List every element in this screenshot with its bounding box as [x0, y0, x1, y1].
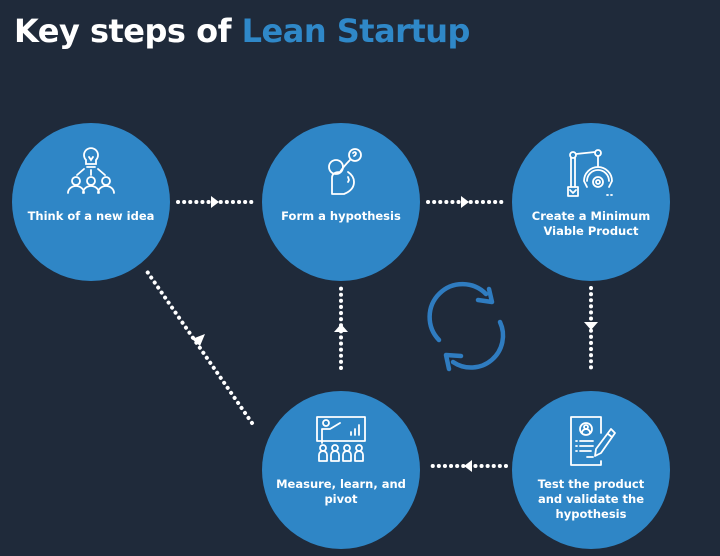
document-pencil-icon: [570, 416, 616, 466]
step-label: Form a hypothesis: [281, 209, 401, 223]
step-measure-learn-pivot: Measure, learn, and pivot: [262, 391, 420, 549]
connector-4-to-1: [144, 268, 254, 425]
step-test-validate: Test the product and validate the hypoth…: [512, 391, 670, 549]
cycle-arrows-icon: [427, 281, 506, 372]
step-label: Measure, learn, and pivot: [276, 477, 406, 506]
arrowhead-down-icon: [584, 322, 598, 330]
page-title: Key steps of Lean Startup: [14, 12, 470, 50]
presentation-icon: [316, 416, 366, 462]
lightbulb-team-icon: [67, 147, 115, 194]
arrowhead-up-icon: [334, 324, 348, 332]
title-prefix: Key steps of: [14, 12, 242, 50]
arrowhead-upleft-icon: [192, 334, 205, 346]
step-label: Create a Minimum Viable Product: [531, 209, 651, 238]
step-label: Think of a new idea: [27, 209, 155, 223]
arrowhead-right-icon: [461, 196, 469, 208]
step-label: Test the product and validate the hypoth…: [537, 477, 645, 521]
title-highlight: Lean Startup: [241, 12, 471, 50]
robotic-arm-icon: [567, 149, 613, 197]
step-think-of-idea: Think of a new idea: [12, 123, 170, 281]
thinking-person-icon: [328, 148, 362, 195]
step-create-mvp: Create a Minimum Viable Product: [512, 123, 670, 281]
arrowhead-left-icon: [464, 460, 472, 472]
step-form-hypothesis: Form a hypothesis: [262, 123, 420, 281]
arrowhead-right-icon: [211, 196, 219, 208]
